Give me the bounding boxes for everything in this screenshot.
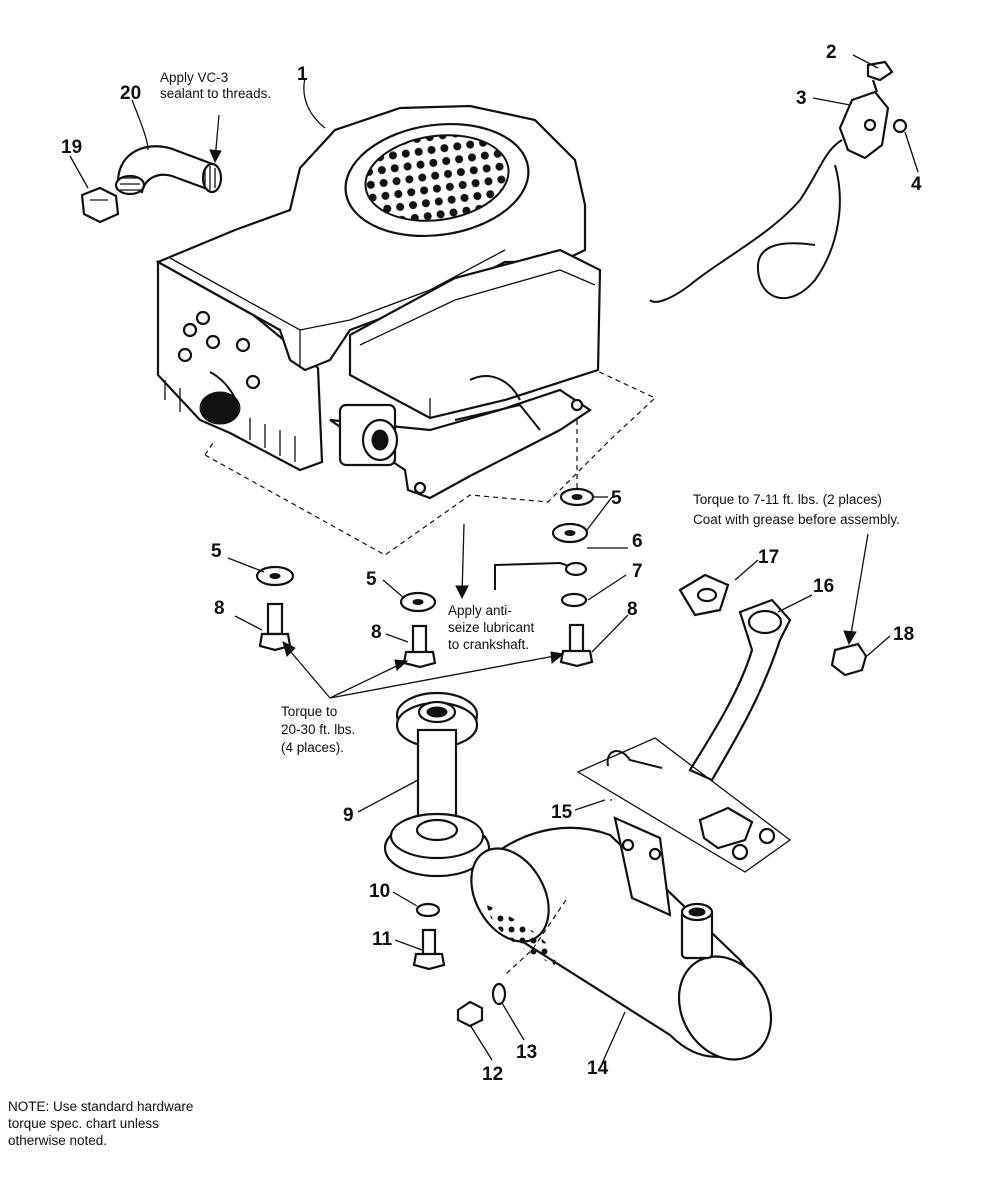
callout-15: 15: [551, 802, 573, 823]
callout-numbers: 1 2 3 4 5 5 5 6 7 8 8 8 9 10 11 12 13 14…: [61, 42, 922, 1085]
svg-text:Torque to 7-11 ft. lbs. (2 pla: Torque to 7-11 ft. lbs. (2 places): [693, 492, 882, 507]
svg-text:sealant to threads.: sealant to threads.: [160, 86, 271, 101]
fitting-cap: [80, 186, 120, 224]
callout-9: 9: [343, 805, 354, 826]
callout-7: 7: [632, 561, 643, 582]
callout-17: 17: [758, 547, 779, 568]
svg-text:Coat with grease before assemb: Coat with grease before assembly.: [693, 512, 900, 527]
callout-8-left: 8: [214, 598, 225, 619]
callout-20: 20: [120, 83, 141, 104]
callout-8-mid: 8: [371, 622, 382, 643]
throttle-control: [649, 60, 908, 303]
note-vc3-sealant: Apply VC-3 sealant to threads.: [160, 70, 271, 101]
arrowheads: [209, 149, 857, 671]
callout-10: 10: [369, 881, 390, 902]
leader-lines: [69, 54, 919, 1069]
callout-16: 16: [813, 576, 834, 597]
deck-outline: [204, 344, 657, 556]
muffler-assembly: [456, 737, 792, 1061]
svg-text:torque spec. chart unless: torque spec. chart unless: [8, 1116, 159, 1131]
note-bolt-torque: Torque to 20-30 ft. lbs. (4 places).: [281, 704, 355, 755]
callout-12: 12: [482, 1064, 503, 1085]
callout-6: 6: [632, 531, 643, 552]
callout-2: 2: [826, 42, 837, 63]
note-exhaust-torque: Torque to 7-11 ft. lbs. (2 places) Coat …: [693, 492, 900, 527]
callout-3: 3: [796, 88, 807, 109]
callout-4: 4: [911, 174, 922, 195]
callout-5-left: 5: [211, 541, 222, 562]
note-antiseize-lubricant: Apply anti- seize lubricant to crankshaf…: [448, 603, 535, 652]
washers-and-bolts: [255, 420, 595, 669]
callout-11: 11: [372, 929, 393, 950]
engine-assembly: [155, 104, 602, 500]
callout-13: 13: [516, 1042, 537, 1063]
callout-18: 18: [893, 624, 914, 645]
svg-text:20-30 ft. lbs.: 20-30 ft. lbs.: [281, 722, 355, 737]
svg-text:Apply anti-: Apply anti-: [448, 603, 512, 618]
footer-note: NOTE: Use standard hardware torque spec.…: [8, 1099, 193, 1148]
callout-5-top: 5: [611, 488, 622, 509]
svg-text:otherwise noted.: otherwise noted.: [8, 1133, 107, 1148]
svg-text:Apply VC-3: Apply VC-3: [160, 70, 228, 85]
callout-19: 19: [61, 137, 82, 158]
svg-text:Torque to: Torque to: [281, 704, 337, 719]
pulley-assembly: [383, 691, 491, 971]
svg-text:(4 places).: (4 places).: [281, 740, 344, 755]
svg-text:to crankshaft.: to crankshaft.: [448, 637, 529, 652]
callout-8-right: 8: [627, 599, 638, 620]
exhaust-pipe: [678, 573, 868, 782]
svg-text:seize lubricant: seize lubricant: [448, 620, 535, 635]
elbow-fitting: [114, 145, 223, 196]
callout-14: 14: [587, 1058, 609, 1079]
svg-text:NOTE: Use standard hardware: NOTE: Use standard hardware: [8, 1099, 193, 1114]
callout-1: 1: [297, 64, 308, 85]
callout-5-mid: 5: [366, 569, 377, 590]
